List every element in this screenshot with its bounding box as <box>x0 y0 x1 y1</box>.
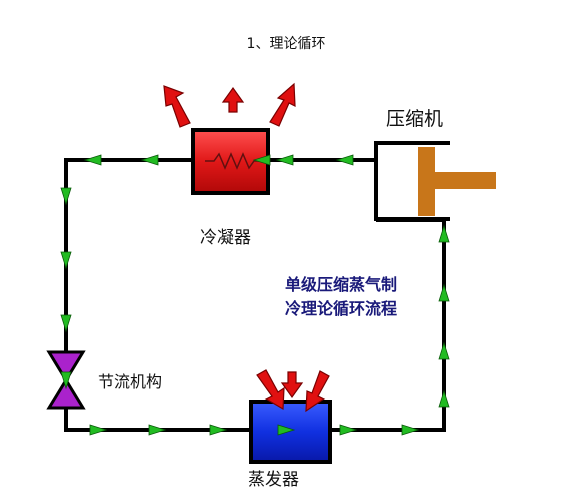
condenser <box>191 128 270 195</box>
bowtie-valve-icon <box>46 350 86 383</box>
green-arrow-icon <box>277 424 296 436</box>
green-arrow-icon <box>438 389 450 408</box>
pipe-bottom-right <box>330 218 446 432</box>
green-arrow-icon <box>438 224 450 243</box>
green-arrow-icon <box>60 314 72 333</box>
page-title: 1、理论循环 <box>246 36 326 52</box>
green-arrow-icon <box>60 251 72 270</box>
green-arrow-icon <box>438 283 450 302</box>
compressor-label: 压缩机 <box>386 108 444 130</box>
green-arrow-icon <box>148 424 167 436</box>
flow-arrows <box>60 154 450 436</box>
caption-line-1: 单级压缩蒸气制 <box>285 275 398 294</box>
heat-out-arrows <box>163 82 296 128</box>
red-arrow-down-icon <box>305 370 330 413</box>
green-arrow-icon <box>89 424 108 436</box>
green-arrow-icon <box>339 424 358 436</box>
green-arrow-icon <box>335 154 354 166</box>
heat-in-arrows <box>256 369 330 413</box>
bowtie-valve-icon-lower <box>46 377 86 410</box>
green-arrow-icon <box>83 154 102 166</box>
compressor-piston-rod <box>418 172 496 189</box>
red-arrow-down-icon <box>280 371 304 399</box>
caption-line-2: 冷理论循环流程 <box>285 299 398 318</box>
green-arrow-icon <box>140 154 159 166</box>
diagram-caption: 单级压缩蒸气制 冷理论循环流程 <box>285 273 397 321</box>
pipe-top-left <box>64 158 193 352</box>
red-arrow-up-icon <box>163 85 191 128</box>
red-arrow-down-icon <box>256 369 285 411</box>
evaporator <box>249 400 332 464</box>
condenser-label: 冷凝器 <box>200 228 251 248</box>
green-arrow-icon <box>252 154 271 166</box>
red-arrow-up-icon <box>269 82 296 127</box>
expansion-valve <box>46 350 86 410</box>
compressor <box>374 141 496 221</box>
evaporator-body <box>249 400 332 464</box>
green-arrow-icon <box>401 424 420 436</box>
green-arrow-icon <box>209 424 228 436</box>
expansion-valve-label: 节流机构 <box>98 372 163 391</box>
compressor-cylinder <box>374 141 450 221</box>
green-arrow-icon <box>60 187 72 206</box>
zigzag-coil-icon <box>205 152 262 170</box>
evaporator-label: 蒸发器 <box>248 470 299 490</box>
green-arrow-icon <box>60 371 72 390</box>
pipe-bottom-left <box>64 408 251 432</box>
green-arrow-icon <box>438 341 450 360</box>
green-arrow-icon <box>275 154 294 166</box>
red-arrow-up-icon <box>221 86 245 113</box>
